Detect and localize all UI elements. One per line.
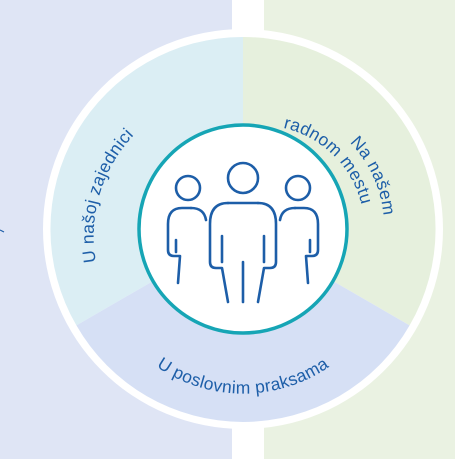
edge-dash [0, 229, 5, 233]
people-group-icon [166, 161, 320, 304]
